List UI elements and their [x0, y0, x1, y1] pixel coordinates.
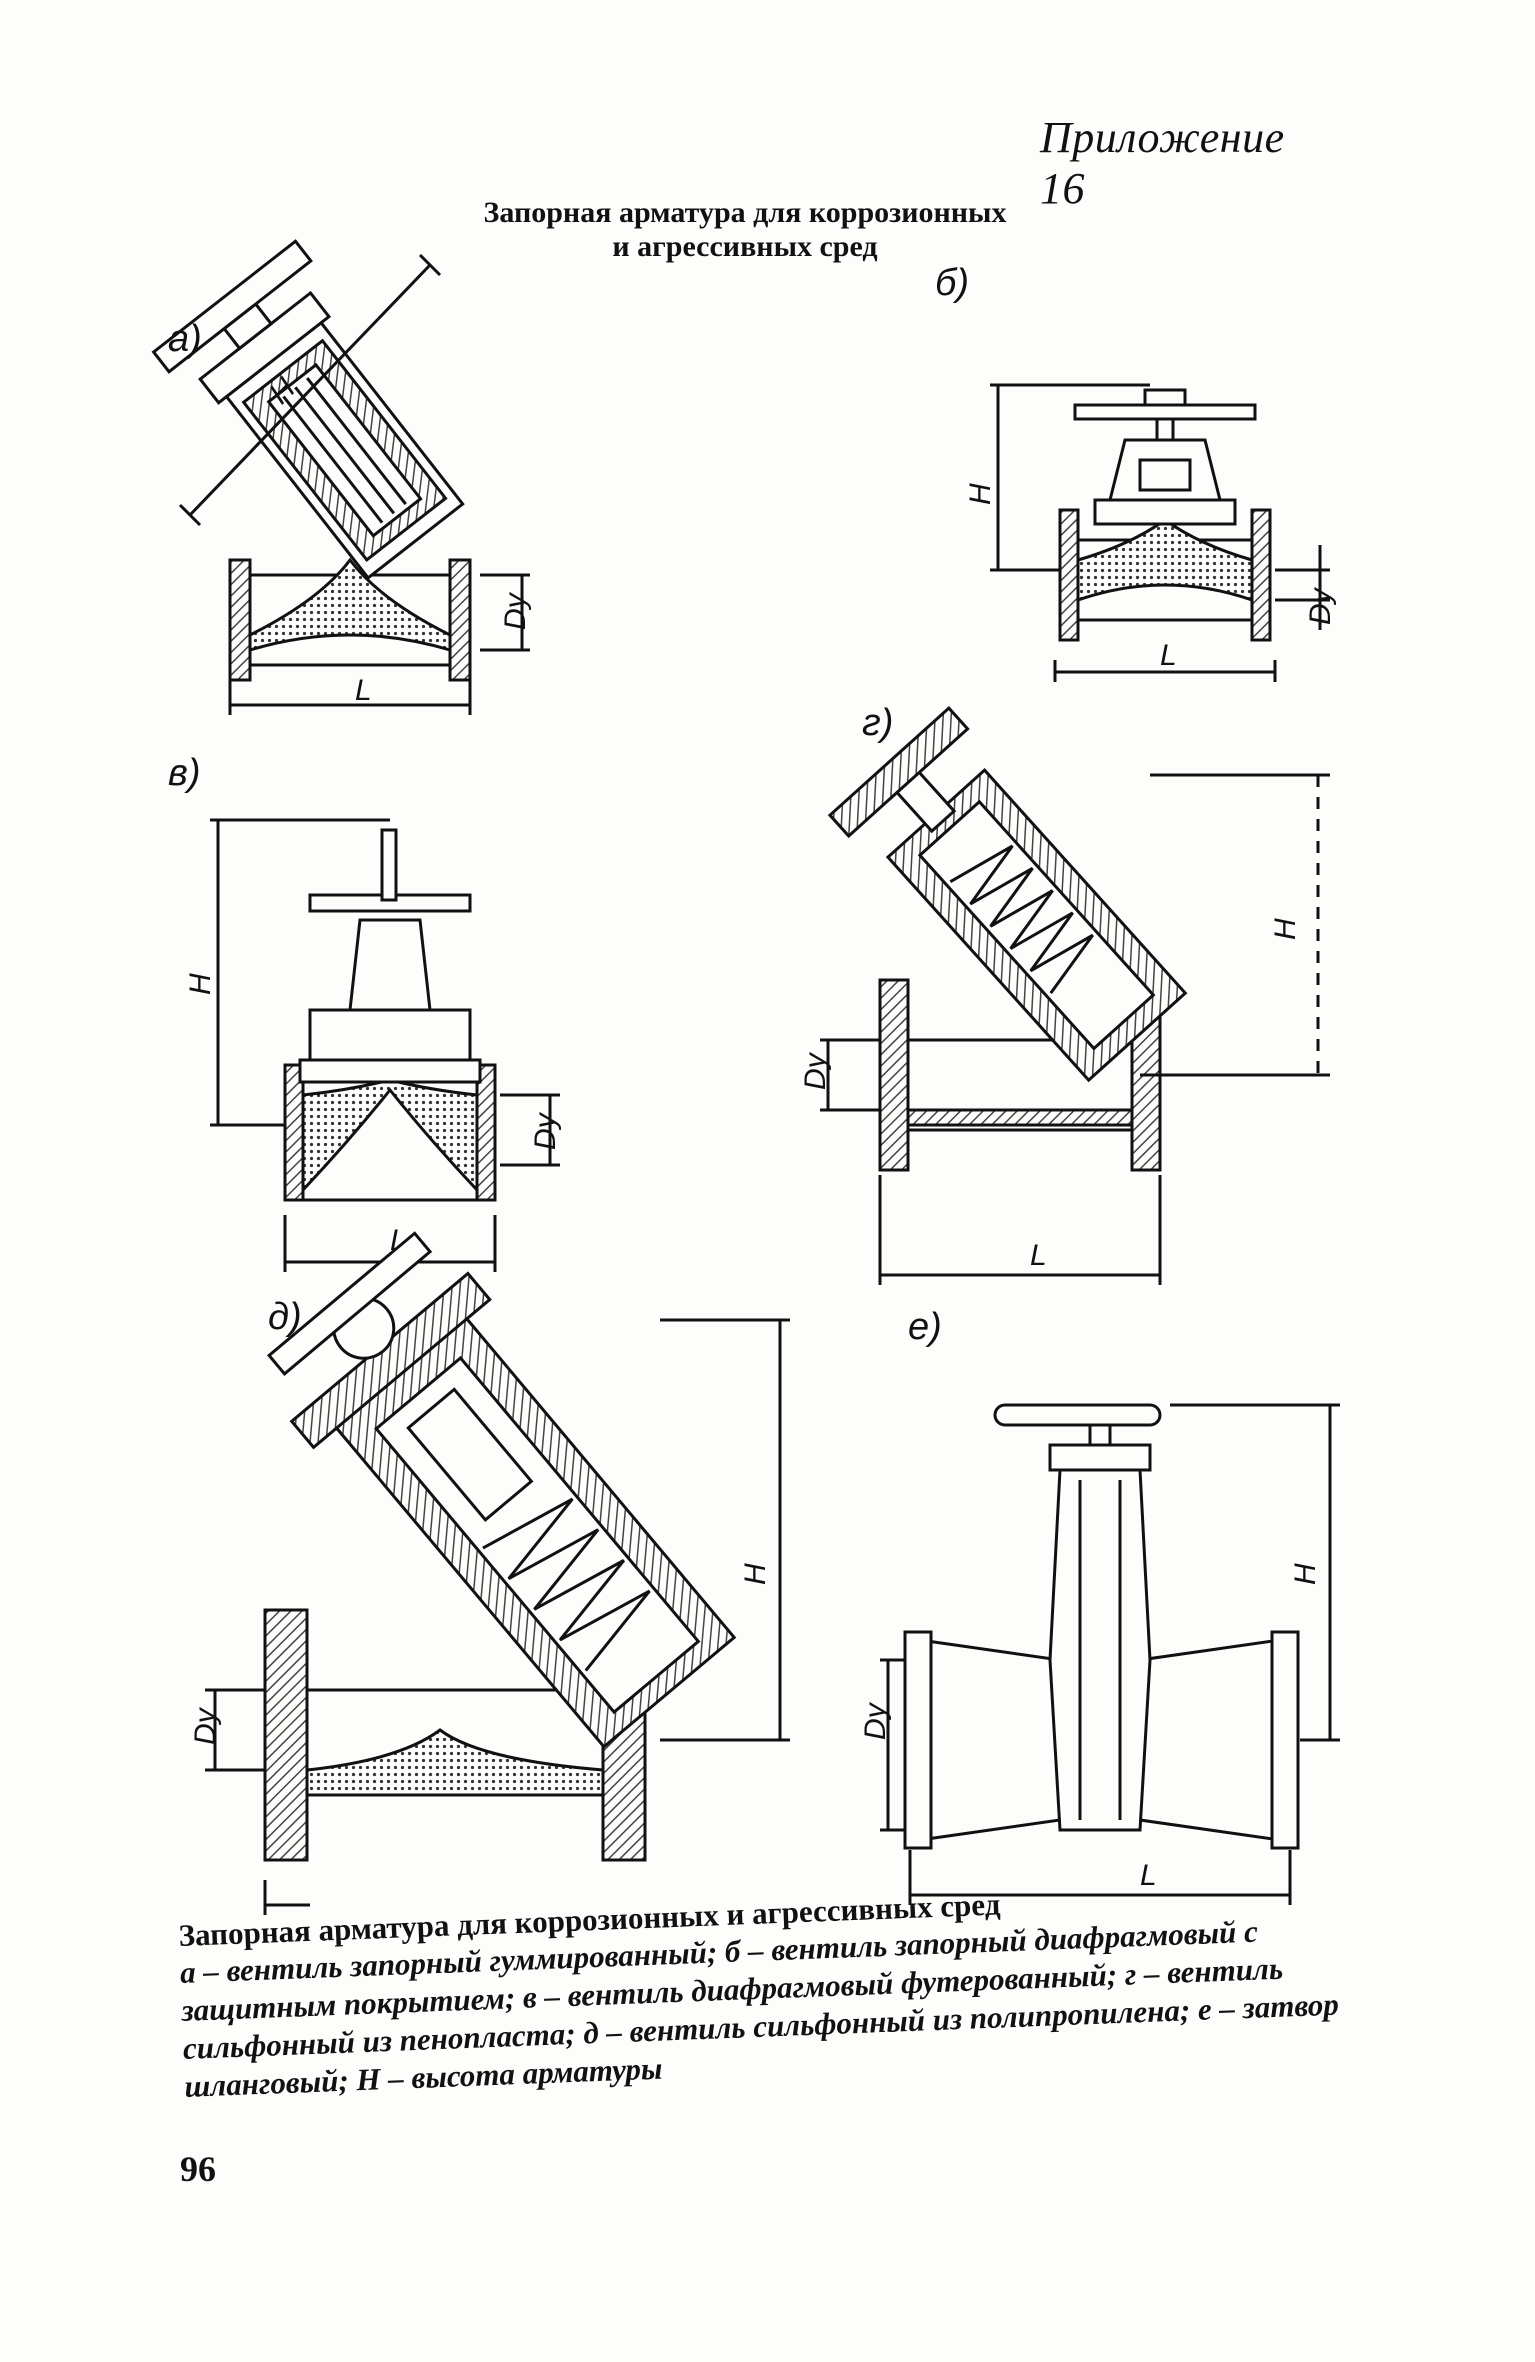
page-title: Запорная арматура для коррозионных и агр…: [380, 196, 1110, 264]
figure-a-dim-dn: Dу: [499, 591, 532, 630]
figure-e-dim-dn: Dу: [859, 1701, 892, 1740]
figure-b-label: б): [935, 262, 970, 304]
figure-g-dim-dn: Dу: [799, 1051, 832, 1090]
figure-e-dim-h: H: [1289, 1563, 1322, 1585]
figure-b-dim-l: L: [1160, 639, 1177, 672]
figure-g-dim-h: H: [1269, 918, 1302, 940]
page-title-line-2: и агрессивных сред: [612, 230, 878, 263]
figure-b-dim-h: H: [964, 483, 997, 505]
figure-g-dim-l: L: [1030, 1239, 1047, 1272]
figure-b-drawing: [990, 383, 1330, 682]
page-number: 96: [180, 2149, 216, 2189]
figure-v-label: в): [168, 752, 201, 794]
figure-v-dim-dn: Dу: [529, 1111, 562, 1150]
appendix-label: Приложение 16: [1040, 113, 1285, 213]
figure-v-dim-h: H: [184, 973, 217, 995]
figure-g-drawing: [820, 705, 1330, 1285]
figure-e-dim-l: L: [1140, 1859, 1157, 1892]
figure-e-drawing: [880, 1403, 1340, 1905]
figure-g-label: г): [862, 702, 894, 744]
figure-d-dim-h: H: [739, 1563, 772, 1585]
figure-b-dim-dn: Dу: [1304, 586, 1337, 625]
page-title-line-1: Запорная арматура для коррозионных: [483, 196, 1007, 229]
figure-d-drawing: [205, 1231, 790, 1915]
figure-a-drawing: [151, 239, 530, 715]
figure-a-label: а): [168, 318, 202, 360]
figure-d-label: д): [268, 1296, 302, 1338]
figure-v-drawing: [210, 818, 560, 1272]
figure-a-dim-l: L: [355, 674, 372, 707]
figure-d-dim-dn: Dу: [189, 1706, 222, 1745]
figure-e-label: е): [908, 1306, 942, 1348]
